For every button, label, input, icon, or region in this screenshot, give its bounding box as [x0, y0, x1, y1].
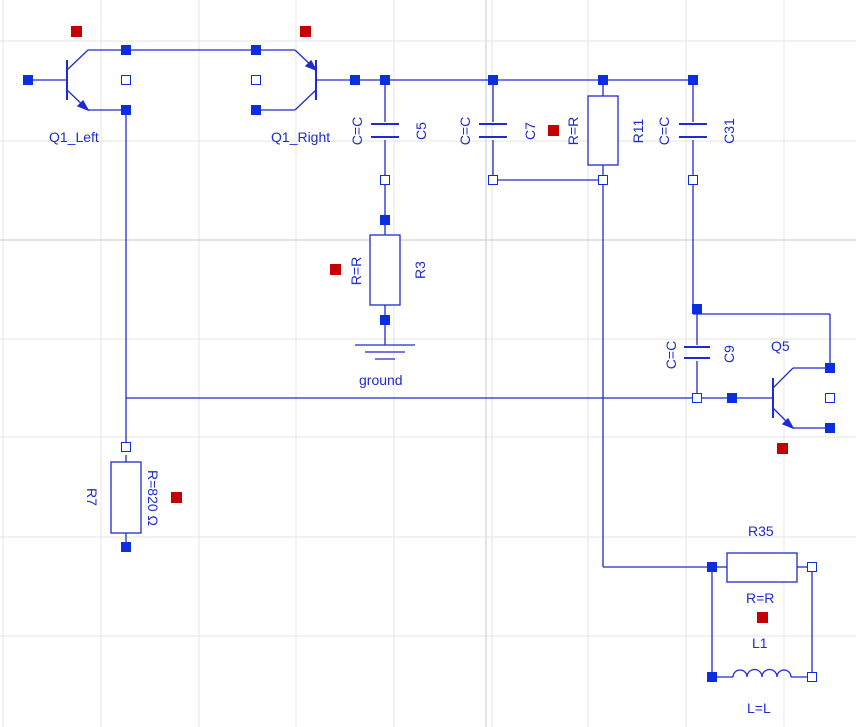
ground-symbol[interactable] — [355, 344, 415, 360]
resistor-r11[interactable] — [587, 95, 619, 166]
q1-left-collector — [66, 49, 89, 71]
capacitor-c5[interactable] — [371, 123, 399, 138]
label-l1-param: L=L — [747, 700, 771, 716]
pin-r7-top[interactable] — [121, 442, 131, 452]
label-c7-name: C7 — [522, 122, 538, 140]
label-c5-param: C=C — [349, 117, 365, 145]
resistor-r7[interactable] — [110, 461, 142, 534]
pin-q1left-substrate[interactable] — [121, 75, 131, 85]
pin-q1left-base[interactable] — [23, 75, 33, 85]
pin-c31-top[interactable] — [688, 75, 698, 85]
marker-r35[interactable] — [757, 612, 768, 623]
label-c5-name: C5 — [413, 122, 429, 140]
pin-q1right-base[interactable] — [350, 75, 360, 85]
resistor-r3[interactable] — [369, 234, 401, 306]
pin-r11-bottom[interactable] — [598, 175, 608, 185]
pin-q5-collector[interactable] — [825, 363, 835, 373]
pin-q5-emitter[interactable] — [825, 423, 835, 433]
marker-q1-right[interactable] — [300, 26, 311, 37]
open-pins — [121, 75, 835, 682]
pin-r35-left[interactable] — [707, 562, 717, 572]
label-r7-name: R7 — [84, 488, 100, 506]
label-r3-param: R=R — [348, 257, 364, 285]
label-r35-param: R=R — [746, 590, 774, 606]
transistor-q1-right[interactable] — [256, 49, 355, 111]
pin-c5-top[interactable] — [380, 75, 390, 85]
capacitor-c7[interactable] — [479, 123, 507, 138]
pin-q1right-collector[interactable] — [251, 45, 261, 55]
pin-r7-bottom[interactable] — [121, 542, 131, 552]
label-q1-right-name: Q1_Right — [271, 129, 330, 145]
label-r7-param: R=820 Ω — [145, 470, 161, 526]
q1-right-arrow — [304, 59, 318, 72]
label-l1-name: L1 — [752, 635, 768, 651]
label-q1-left-name: Q1_Left — [49, 129, 99, 145]
pin-r35-right[interactable] — [807, 562, 817, 572]
label-r35-name: R35 — [748, 523, 774, 539]
marker-q5[interactable] — [777, 443, 788, 454]
pin-c7-bottom[interactable] — [488, 175, 498, 185]
pin-c9-top[interactable] — [692, 304, 702, 314]
pin-q1left-emitter[interactable] — [121, 105, 131, 115]
pin-c31-bottom[interactable] — [688, 175, 698, 185]
resistors — [110, 95, 798, 583]
marker-r7[interactable] — [171, 492, 182, 503]
marker-r3[interactable] — [330, 264, 341, 275]
label-c9-param: C=C — [663, 341, 679, 369]
label-c31-param: C=C — [656, 117, 672, 145]
capacitors — [371, 123, 710, 359]
pin-q1right-emitter[interactable] — [251, 105, 261, 115]
label-c7-param: C=C — [457, 117, 473, 145]
wires — [125, 49, 831, 678]
q5-collector — [772, 367, 794, 389]
pin-c9-bottom[interactable] — [692, 393, 702, 403]
label-r11-name: R11 — [630, 118, 646, 143]
label-ground-name: ground — [359, 372, 403, 388]
label-q5-name: Q5 — [771, 338, 790, 354]
resistor-r35[interactable] — [726, 552, 798, 583]
pin-c7-top[interactable] — [488, 75, 498, 85]
connected-pins — [23, 45, 835, 682]
transistor-q1-left[interactable] — [28, 49, 126, 112]
pin-q5-base[interactable] — [727, 393, 737, 403]
label-c9-name: C9 — [721, 345, 737, 363]
q5-emitter-arrow — [781, 417, 795, 430]
pin-q1right-substrate[interactable] — [251, 75, 261, 85]
pin-r11-top[interactable] — [598, 75, 608, 85]
label-r3-name: R3 — [412, 261, 428, 279]
capacitor-c9[interactable] — [684, 346, 710, 359]
marker-q1-left[interactable] — [71, 26, 82, 37]
transistor-q5[interactable] — [732, 367, 830, 430]
inductor-l1[interactable] — [732, 668, 792, 678]
label-r11-param: R=R — [565, 117, 581, 145]
q1-right-emitter — [294, 89, 317, 111]
pin-r3-top[interactable] — [380, 215, 390, 225]
capacitor-c31[interactable] — [679, 123, 707, 138]
label-c31-name: C31 — [721, 118, 737, 144]
pin-q1left-collector[interactable] — [121, 45, 131, 55]
pin-r3-bottom[interactable] — [380, 315, 390, 325]
pin-l1-right[interactable] — [807, 672, 817, 682]
q1-left-emitter-arrow — [76, 99, 90, 112]
marker-r11[interactable] — [548, 125, 559, 136]
component-origin-markers — [71, 26, 788, 623]
labels: Q1_Left Q1_Right ground R35 R=R L1 L=L Q… — [49, 117, 790, 716]
pin-c5-bottom[interactable] — [380, 175, 390, 185]
pin-l1-left[interactable] — [707, 672, 717, 682]
pin-q5-substrate[interactable] — [825, 393, 835, 403]
